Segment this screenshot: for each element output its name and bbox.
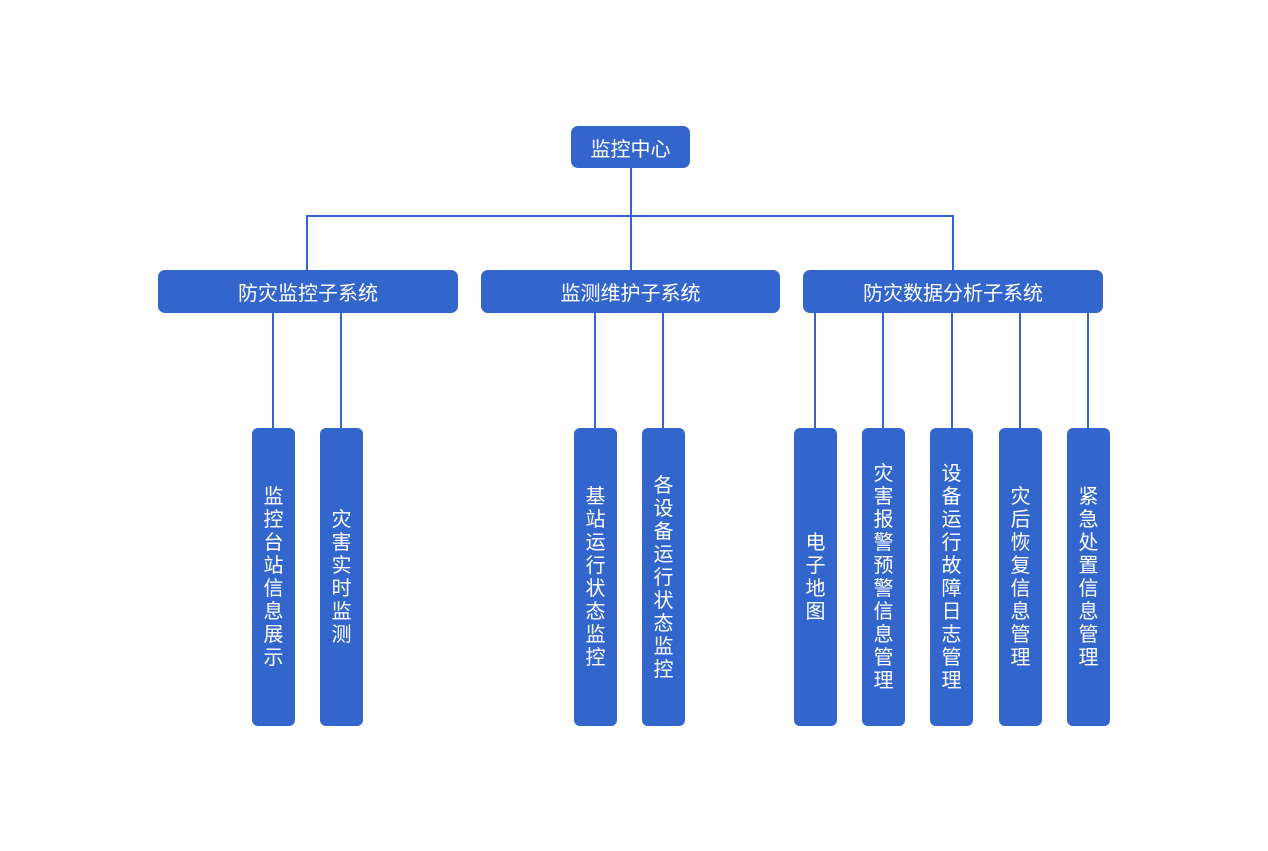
connector-s2-c2 bbox=[662, 312, 664, 429]
leaf-node: 电子地图 bbox=[794, 428, 837, 726]
connector-s3-c2 bbox=[882, 312, 884, 429]
connector-s3-c1 bbox=[814, 312, 816, 429]
leaf-node: 紧急处置信息管理 bbox=[1067, 428, 1110, 726]
leaf-node-label: 灾害实时监测 bbox=[331, 507, 352, 646]
subsystem-node-label: 监测维护子系统 bbox=[560, 281, 701, 305]
connector-to-subsystem-1 bbox=[306, 215, 308, 271]
leaf-node-label: 各设备运行状态监控 bbox=[653, 472, 674, 681]
leaf-node-label: 监控台站信息展示 bbox=[263, 484, 284, 669]
subsystem-node-1: 防灾监控子系统 bbox=[158, 270, 458, 313]
leaf-node: 灾后恢复信息管理 bbox=[999, 428, 1042, 726]
connector-s3-c5 bbox=[1087, 312, 1089, 429]
leaf-node: 灾害报警预警信息管理 bbox=[862, 428, 905, 726]
leaf-node-label: 设备运行故障日志管理 bbox=[941, 461, 962, 692]
connector-to-subsystem-2 bbox=[630, 215, 632, 271]
connector-to-subsystem-3 bbox=[952, 215, 954, 271]
leaf-node-label: 灾后恢复信息管理 bbox=[1010, 484, 1031, 669]
connector-s2-c1 bbox=[594, 312, 596, 429]
leaf-node: 监控台站信息展示 bbox=[252, 428, 295, 726]
connector-s3-c3 bbox=[951, 312, 953, 429]
subsystem-node-label: 防灾监控子系统 bbox=[238, 281, 378, 305]
subsystem-node-2: 监测维护子系统 bbox=[481, 270, 780, 313]
leaf-node: 灾害实时监测 bbox=[320, 428, 363, 726]
leaf-node-label: 基站运行状态监控 bbox=[585, 484, 606, 669]
leaf-node: 基站运行状态监控 bbox=[574, 428, 617, 726]
connector-s1-c2 bbox=[340, 312, 342, 429]
subsystem-node-3: 防灾数据分析子系统 bbox=[803, 270, 1103, 313]
leaf-node-label: 灾害报警预警信息管理 bbox=[873, 461, 894, 692]
leaf-node: 设备运行故障日志管理 bbox=[930, 428, 973, 726]
connector-s1-c1 bbox=[272, 312, 274, 429]
leaf-node: 各设备运行状态监控 bbox=[642, 428, 685, 726]
leaf-node-label: 电子地图 bbox=[805, 530, 826, 623]
connector-s3-c4 bbox=[1019, 312, 1021, 429]
root-node: 监控中心 bbox=[571, 126, 690, 168]
connector-root-down bbox=[630, 168, 632, 216]
root-node-label: 监控中心 bbox=[590, 136, 671, 161]
leaf-node-label: 紧急处置信息管理 bbox=[1078, 484, 1099, 669]
subsystem-node-label: 防灾数据分析子系统 bbox=[863, 281, 1043, 305]
